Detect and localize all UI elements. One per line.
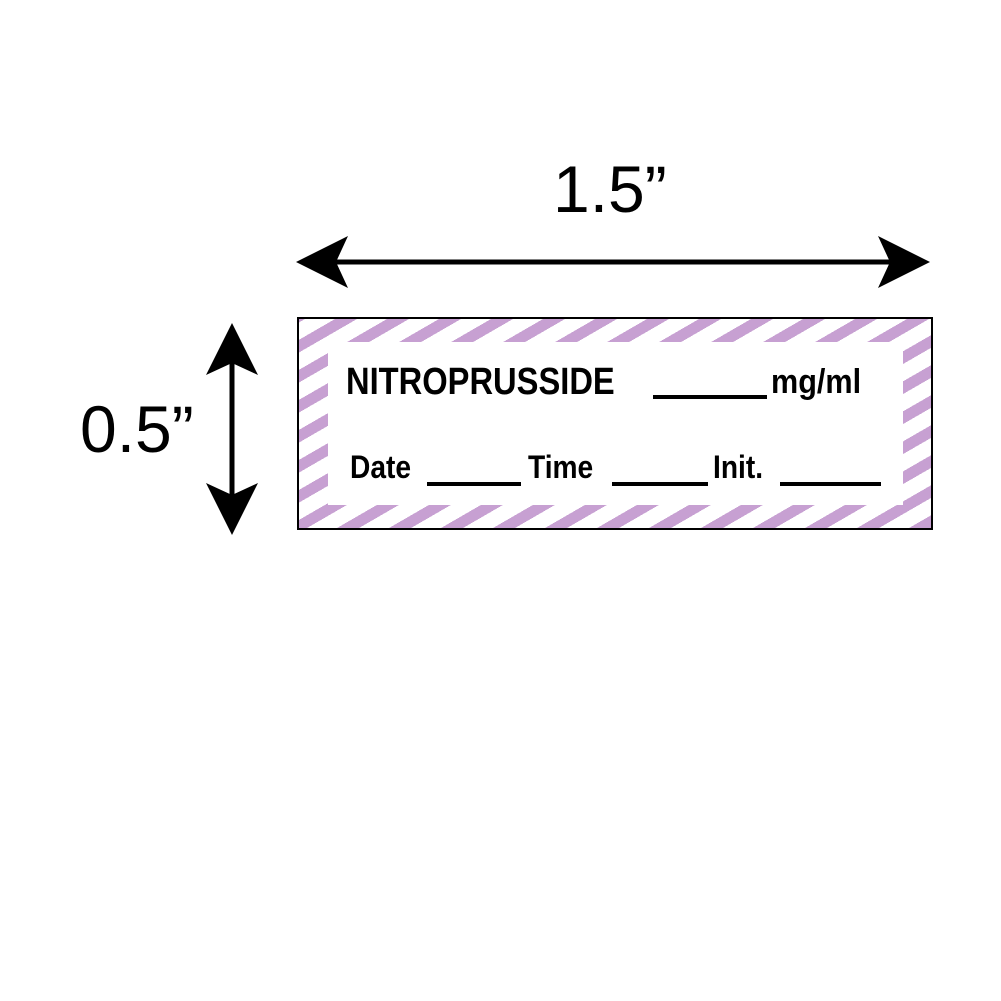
height-dimension-arrow-icon [206, 323, 258, 535]
label-writing-area: NITROPRUSSIDE mg/ml Date Time Init. [328, 342, 903, 505]
initials-blank-line [780, 482, 881, 486]
width-dimension-label: 1.5” [553, 152, 667, 226]
drug-name: NITROPRUSSIDE [346, 361, 615, 403]
time-label: Time [528, 449, 594, 485]
date-label: Date [350, 449, 412, 485]
date-blank-line [427, 482, 521, 486]
medication-label: NITROPRUSSIDE mg/ml Date Time Init. [297, 317, 933, 530]
dose-blank-line [653, 395, 767, 399]
time-blank-line [612, 482, 708, 486]
height-dimension-label: 0.5” [80, 392, 194, 466]
initials-label: Init. [713, 449, 764, 485]
concentration-unit: mg/ml [771, 363, 862, 401]
width-dimension-arrow-icon [296, 236, 930, 288]
